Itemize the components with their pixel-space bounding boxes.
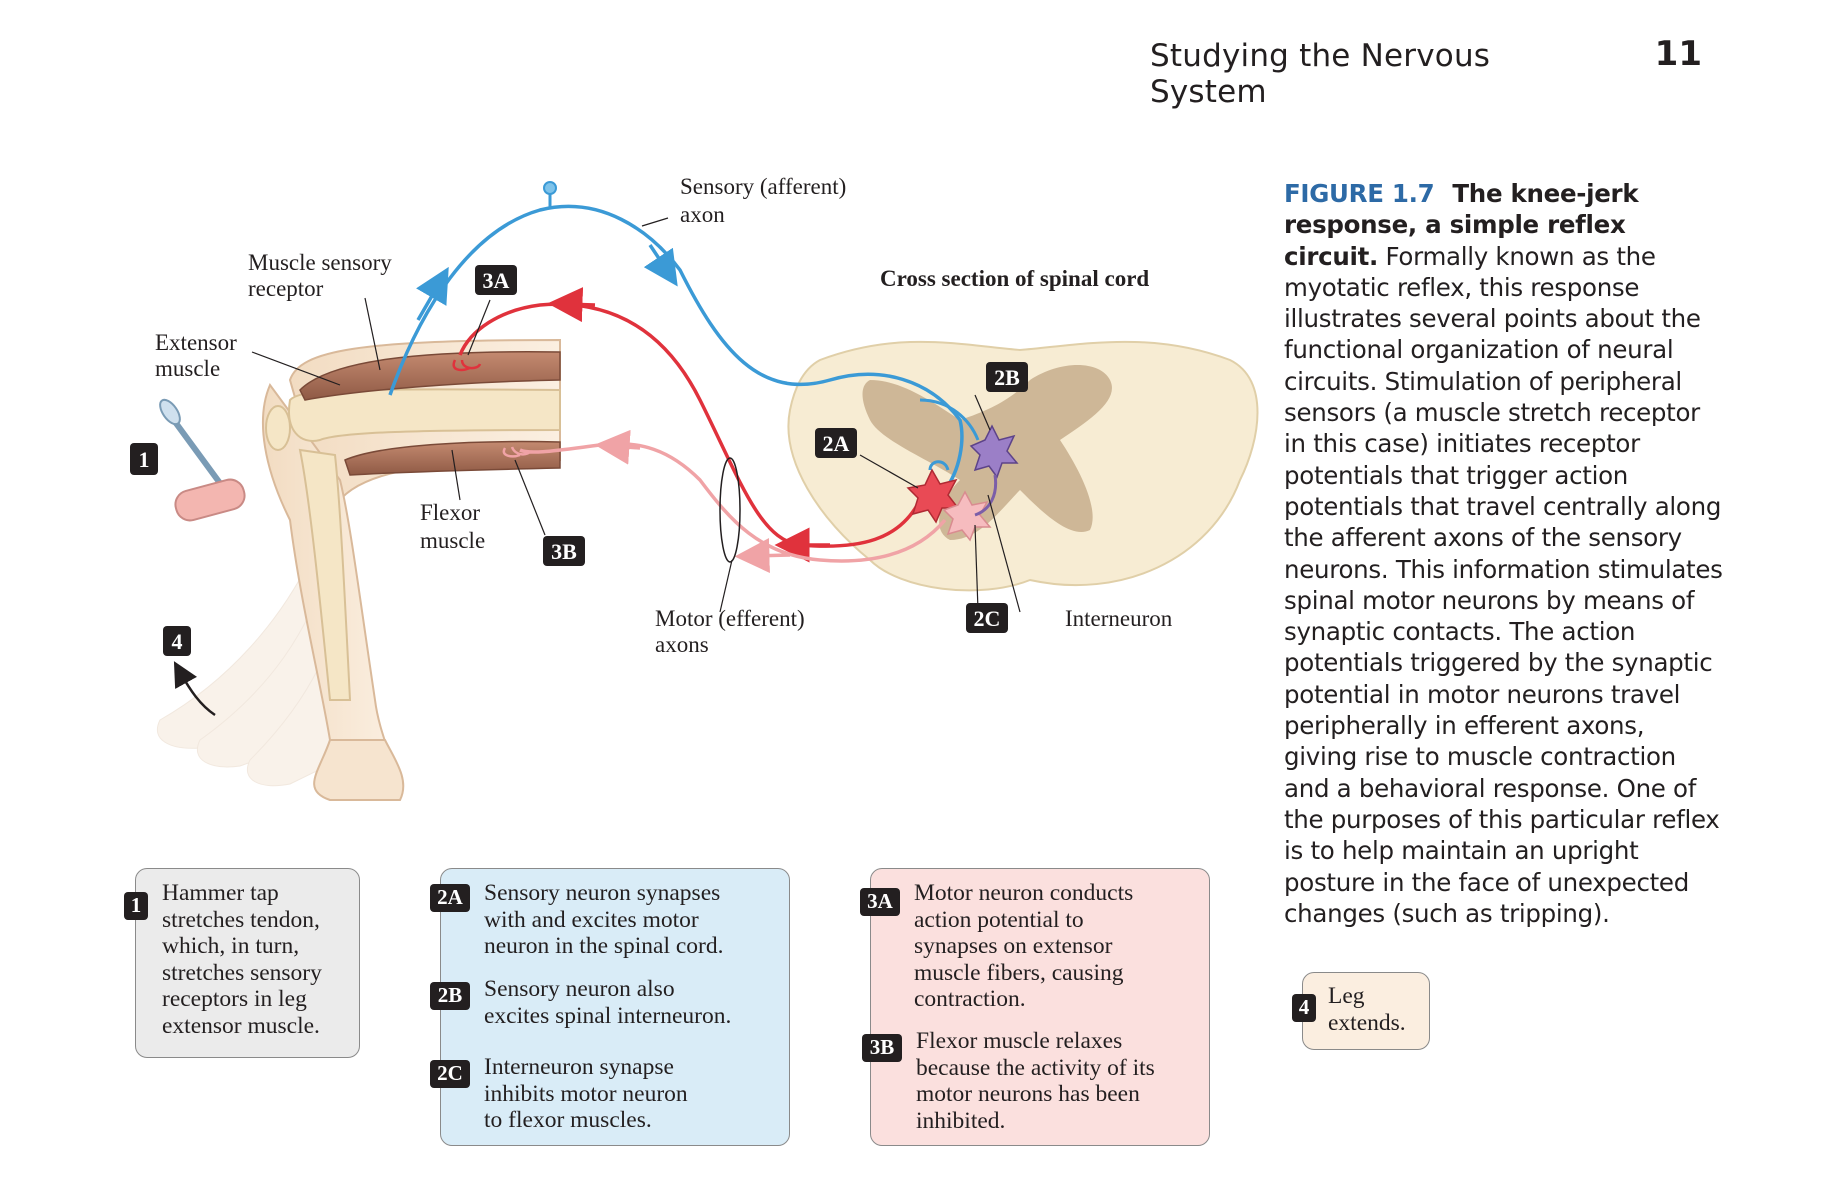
label-interneuron: Interneuron [1065,606,1173,631]
svg-text:3A: 3A [483,268,510,293]
step-box-1 [135,868,360,1058]
label-muscle-receptor-1: Muscle sensory [248,250,392,275]
badge-3a: 3A [475,265,517,295]
label-cross-section: Cross section of spinal cord [880,266,1149,291]
reflex-hammer-icon [159,398,246,522]
step-badge-3b: 3B [862,1034,902,1062]
leg-illustration [261,338,561,801]
label-motor-axons-1: Motor (efferent) [655,606,805,631]
label-flexor-1: Flexor [420,500,480,525]
svg-text:2A: 2A [823,431,850,456]
motor-efferent-axon-extensor [458,302,922,548]
reflex-circuit-diagram: Sensory (afferent) axon Muscle sensory r… [130,174,1259,801]
label-extensor-2: muscle [155,356,220,381]
motor-neuron-extensor [906,468,960,524]
svg-text:2C: 2C [974,606,1001,631]
sensory-terminal [928,460,950,471]
step-badge-1: 1 [124,892,148,920]
motor-arrow-extensor-top [547,287,596,323]
sensory-branch-interneuron [919,398,980,441]
step-box-3 [870,868,1210,1146]
step-box-2 [440,868,790,1146]
motor-arrow-flexor-top [594,429,641,465]
step-badge-4: 4 [1292,994,1316,1022]
leg-extension-arrow [173,661,216,717]
label-motor-axons-2: axons [655,632,709,657]
page-number: 11 [1654,34,1702,74]
interneuron-cell [969,424,1019,479]
running-head-title: Studying the Nervous System [1150,38,1491,110]
svg-text:3B: 3B [551,539,577,564]
badge-2c: 2C [966,603,1008,633]
step-badge-2b: 2B [430,982,470,1010]
label-sensory-axon-2: axon [680,202,725,227]
badge-1: 1 [130,443,158,475]
efferent-bundle-ring [719,457,741,563]
figure-caption-body: Formally known as the myotatic reflex, t… [1284,241,1723,928]
sensory-arrow-right [643,244,678,287]
label-muscle-receptor-2: receptor [248,276,324,301]
page-header: Studying the Nervous System 11 [1150,30,1710,110]
svg-text:1: 1 [139,447,150,472]
step-badge-2a: 2A [430,884,470,912]
svg-text:2B: 2B [994,365,1020,390]
figure-label: FIGURE 1.7 [1284,179,1435,208]
step-badge-3a: 3A [860,888,900,916]
label-extensor-1: Extensor [155,330,237,355]
sensory-cell-body [543,181,557,195]
motor-arrow-flexor-bottom [734,538,791,574]
motor-efferent-axon-flexor [519,442,947,563]
step-box-4 [1302,972,1430,1050]
svg-text:4: 4 [172,629,183,654]
leader-lines [251,217,1021,613]
label-flexor-2: muscle [420,528,485,553]
label-sensory-axon-1: Sensory (afferent) [680,174,846,199]
step-badge-2c: 2C [430,1060,470,1088]
flexor-endplate [502,446,532,458]
badge-3b: 3B [543,536,585,566]
extensor-endplate [452,359,482,372]
figure-title: The knee-jerk response, a simple reflex … [1284,179,1639,271]
badge-2a: 2A [815,428,857,458]
badge-2b: 2B [986,362,1028,392]
interneuron-axon [974,474,998,517]
spinal-cord-cross-section [787,340,1259,592]
sensory-arrow-up [416,266,449,321]
badge-4: 4 [163,626,191,656]
